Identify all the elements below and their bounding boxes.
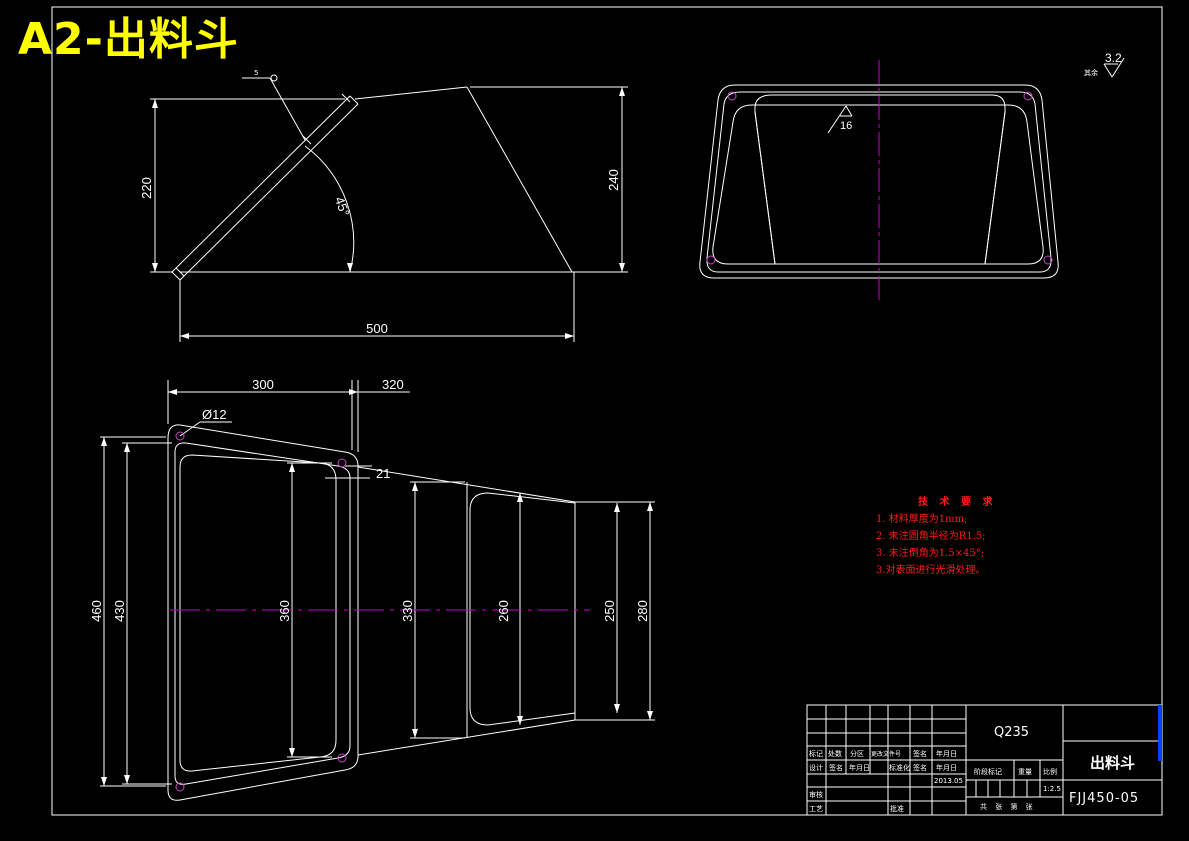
flange-hole-br <box>1043 255 1053 265</box>
front-view-holes <box>175 431 347 792</box>
tb-design-date: 年月日 <box>849 764 870 772</box>
roughness-label: 其余 <box>1084 68 1098 77</box>
sheet-title: A2-出料斗 <box>18 14 239 65</box>
front-view-arrows <box>101 389 653 786</box>
front-hole-bl <box>175 782 185 792</box>
dim-front-360: 360 <box>277 600 292 622</box>
tb-design-label: 设计 <box>809 764 823 772</box>
tb-design-sign: 签名 <box>829 764 843 772</box>
tb-header-count: 处数 <box>828 750 842 758</box>
tb-header-mark: 标记 <box>809 750 823 758</box>
tb-reviewer: 审核 <box>809 791 823 799</box>
dim-side-220: 220 <box>139 177 154 199</box>
front-hole-tr <box>337 458 347 468</box>
tb-header-sign: 签名 <box>913 750 927 758</box>
roughness-symbol <box>1103 57 1125 78</box>
dim-front-320: 320 <box>382 377 404 392</box>
tb-header-change-doc: 更改文件号 <box>871 751 902 758</box>
title-block <box>806 704 1163 816</box>
dim-front-hole: Ø12 <box>202 407 227 422</box>
roughness-value: 3.2 <box>1105 51 1122 65</box>
tb-std-sign: 签名 <box>913 764 927 772</box>
dim-front-430: 430 <box>112 600 127 622</box>
title-block-marker <box>1158 705 1162 761</box>
front-hole-tl <box>175 431 185 441</box>
dim-front-280: 280 <box>635 600 650 622</box>
tb-standardize: 标准化 <box>889 764 910 772</box>
tb-approve: 批准 <box>890 805 904 813</box>
dim-front-250: 250 <box>602 600 617 622</box>
flange-hole-bl <box>706 255 716 265</box>
side-view <box>150 74 628 342</box>
tech-req-item: 3. 未注倒角为1.5×45°; <box>876 548 985 559</box>
tb-drawing-number: FJJ450-05 <box>1069 791 1140 806</box>
flange-hole-tl <box>727 91 737 101</box>
flange-hole-tr <box>1023 91 1033 101</box>
tb-header-zone: 分区 <box>850 750 864 758</box>
dim-side-angle: 45° <box>332 195 353 219</box>
tb-std-date: 年月日 <box>936 764 957 772</box>
front-view <box>100 380 655 801</box>
tb-stage-label: 阶段标记 <box>974 768 1002 776</box>
tech-req-item: 1. 材料厚度为1mm; <box>876 514 968 525</box>
tb-date-value: 2013.05 <box>934 777 963 785</box>
tb-header-date: 年月日 <box>936 750 957 758</box>
drawing-border <box>51 6 1163 816</box>
dim-side-500: 500 <box>366 321 388 336</box>
side-view-arrows <box>152 87 625 339</box>
tb-material: Q235 <box>994 725 1030 740</box>
dim-side-240: 240 <box>606 169 621 191</box>
flange-view <box>699 84 1059 279</box>
tech-req-item: 2. 未注圆角半径为R1.5; <box>876 531 986 542</box>
tech-req-title: 技 术 要 求 <box>918 497 997 508</box>
tb-scale-label: 比例 <box>1043 768 1057 776</box>
tb-scale-value: 1:2.5 <box>1043 785 1061 793</box>
tb-sheets: 共 张 第 张 <box>980 803 1036 811</box>
tech-req-item: 3.对表面进行光滑处理。 <box>876 565 986 576</box>
front-hole-br <box>337 753 347 763</box>
flange-thickness-label: 16 <box>840 120 852 132</box>
dim-front-460: 460 <box>89 600 104 622</box>
technical-requirements: 技 术 要 求 1. 材料厚度为1mm; 2. 未注圆角半径为R1.5; 3. … <box>876 494 996 579</box>
weld-symbol-label: 5 <box>254 69 258 77</box>
dim-front-260: 260 <box>496 600 511 622</box>
tb-process: 工艺 <box>809 805 823 813</box>
flange-holes <box>706 91 1053 265</box>
dim-front-21: 21 <box>376 466 390 481</box>
dim-front-330: 330 <box>400 600 415 622</box>
dim-front-300: 300 <box>252 377 274 392</box>
tb-weight-label: 重量 <box>1018 768 1032 776</box>
tb-part-name: 出料斗 <box>1090 754 1136 772</box>
